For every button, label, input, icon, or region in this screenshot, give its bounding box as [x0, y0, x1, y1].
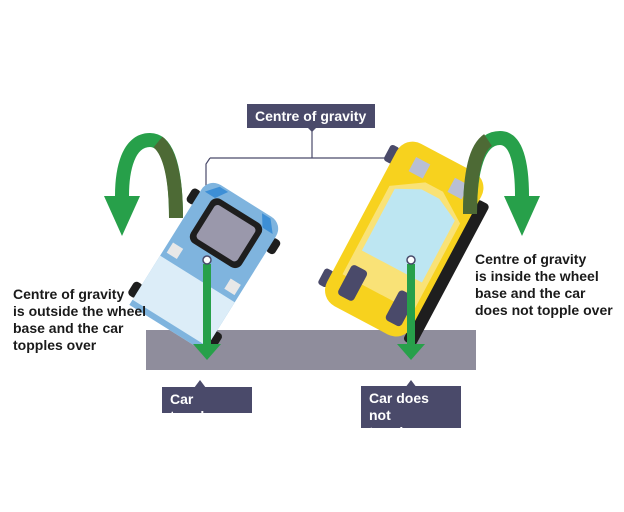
yellow-car-mirror: [318, 268, 334, 288]
car-topples-label: Car topples: [162, 387, 252, 424]
left-centre-of-gravity-point: [202, 255, 212, 265]
blue-car-wheel: [208, 331, 222, 348]
left-topple-arrow: [104, 132, 183, 236]
right-gravity-arrow: [397, 255, 425, 360]
leader-lines: [205, 128, 411, 258]
blue-car-wheel: [266, 238, 281, 255]
left-gravity-arrow: [193, 255, 221, 360]
blue-car-wheel: [186, 188, 201, 205]
centre-of-gravity-label: Centre of gravity: [247, 104, 375, 128]
left-result-pointer: [194, 380, 206, 388]
right-caption: Centre of gravity is inside the wheel ba…: [475, 251, 613, 318]
blue-car-wheel: [128, 281, 143, 298]
right-stable-arrow: [463, 130, 540, 236]
right-centre-of-gravity-point: [406, 255, 416, 265]
yellow-car-mirror: [384, 144, 400, 164]
left-caption: Centre of gravity is outside the wheel b…: [13, 286, 147, 353]
yellow-car: [318, 141, 489, 346]
car-does-not-topple-label: Car does not topple over: [361, 386, 461, 440]
